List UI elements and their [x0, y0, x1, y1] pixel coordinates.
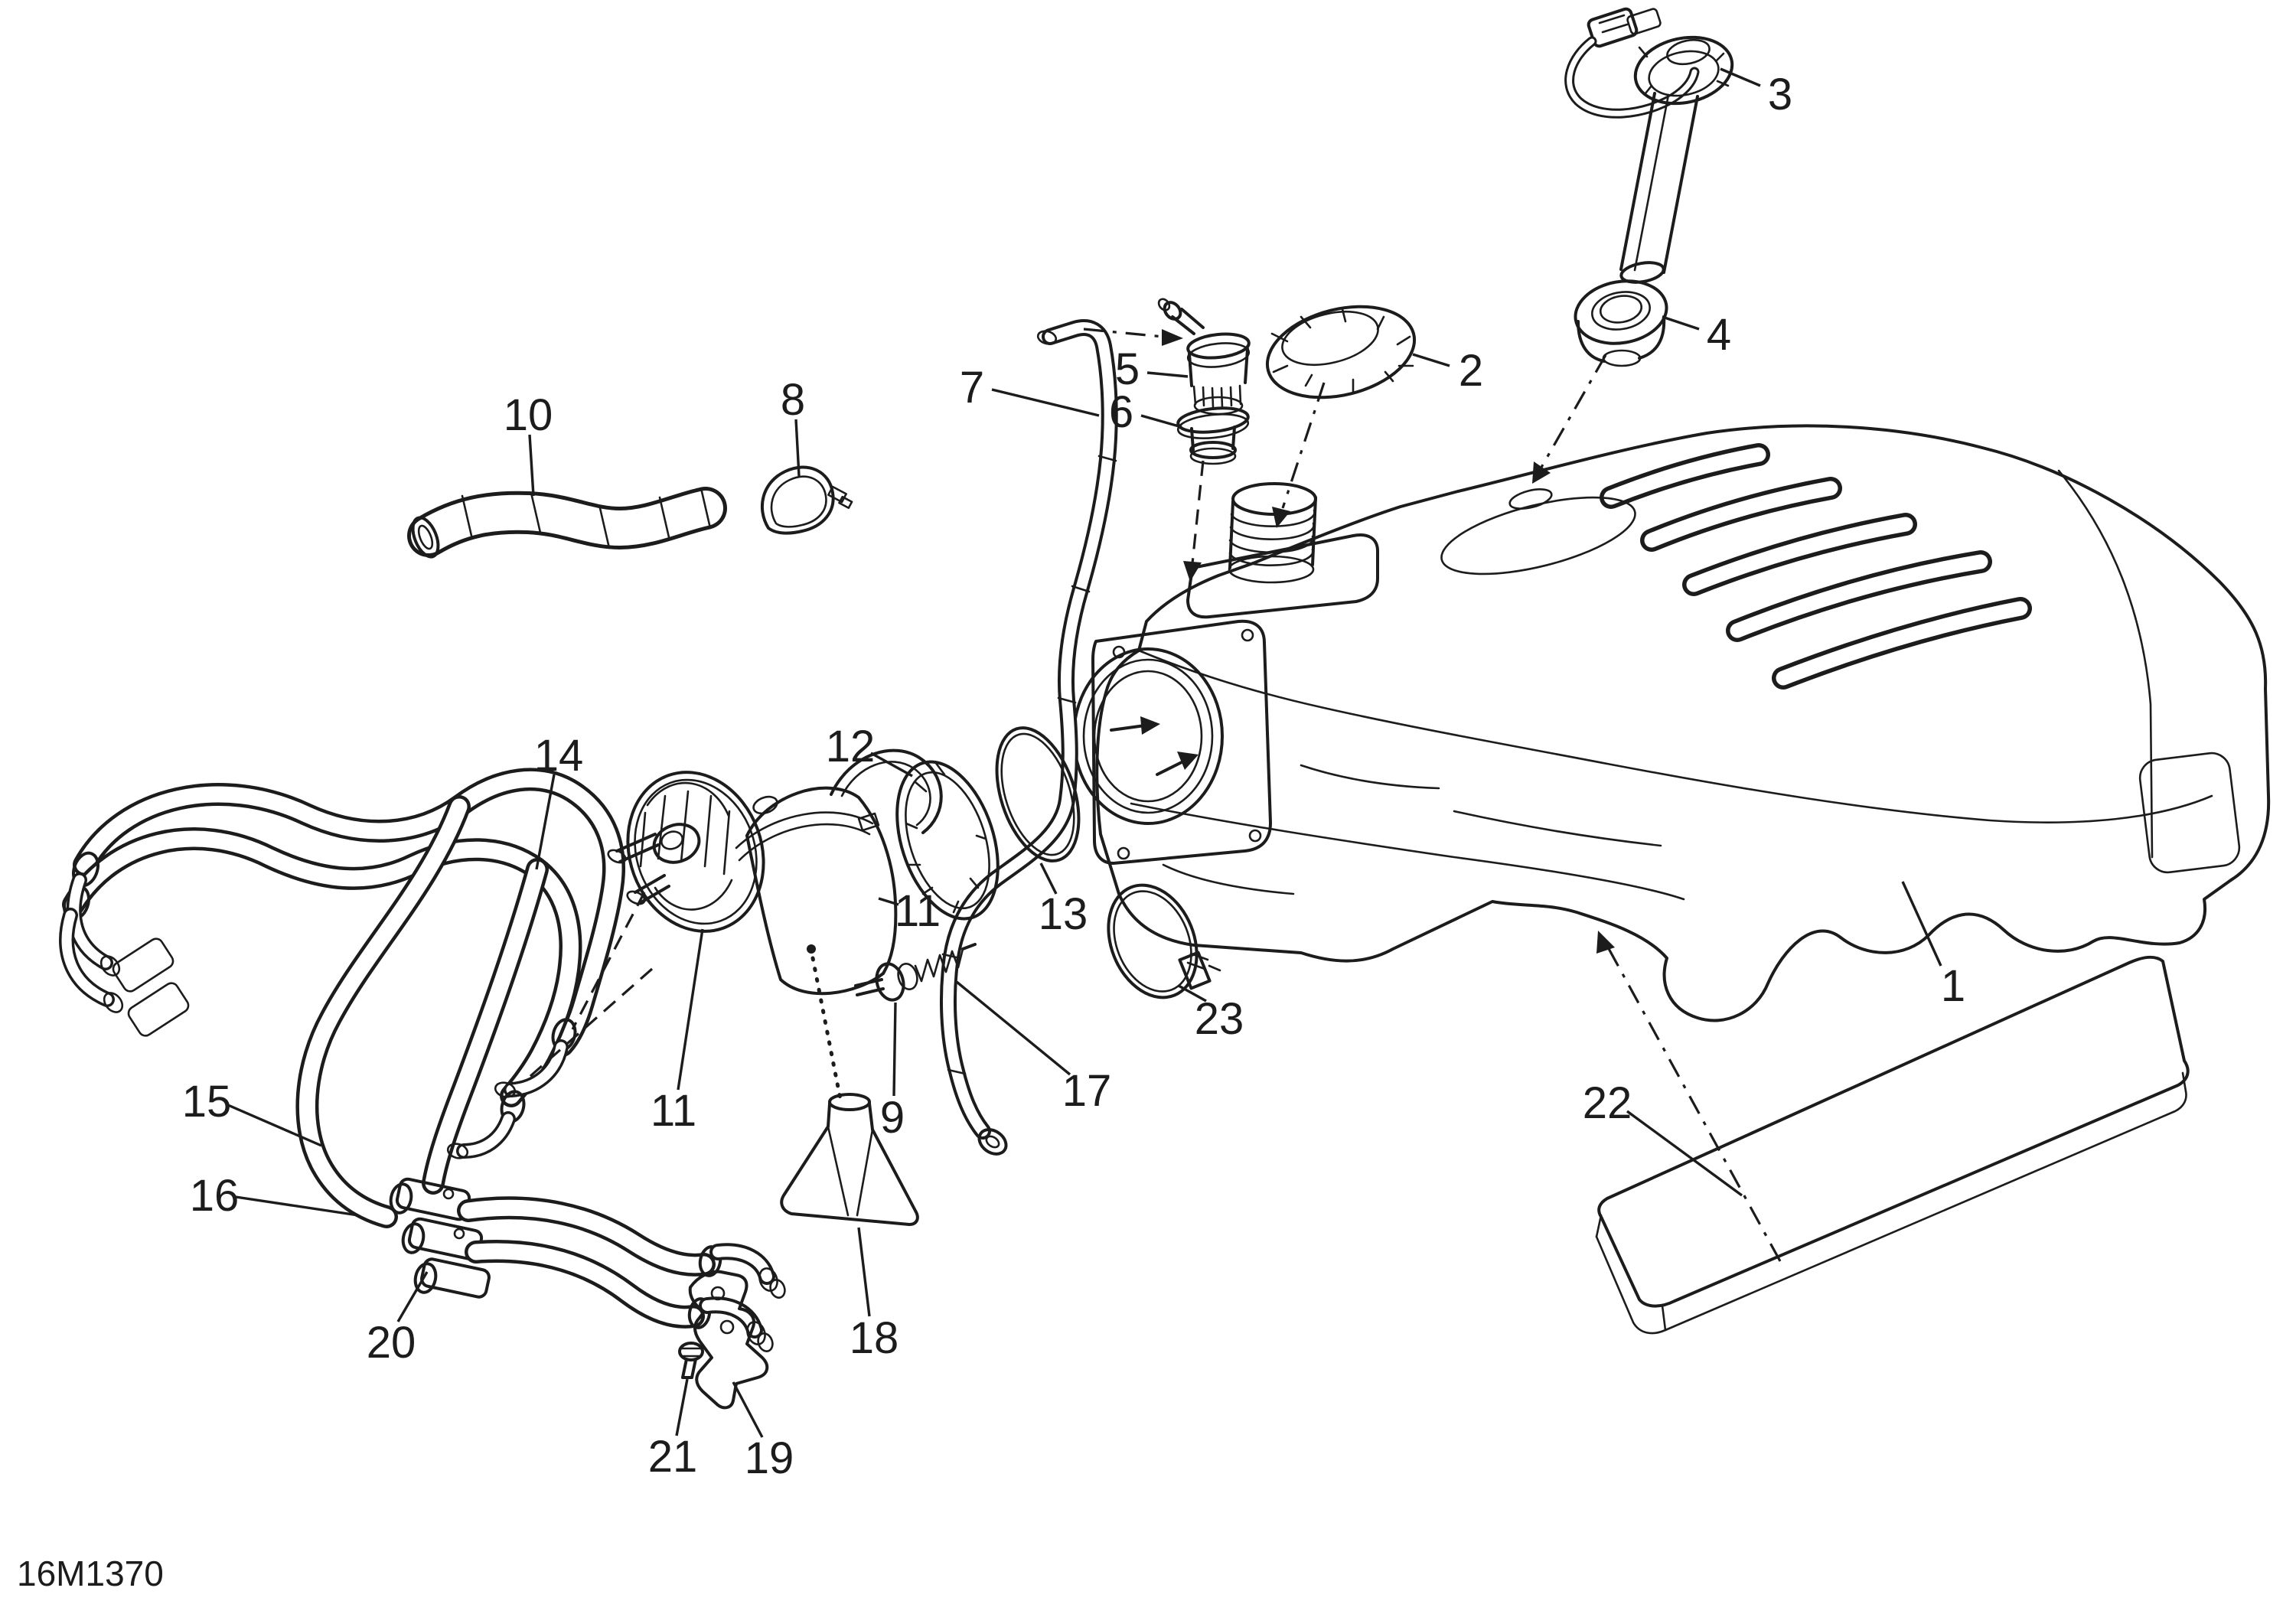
callout-label-12: 12 — [826, 722, 876, 771]
callout-label-5: 5 — [1115, 344, 1140, 394]
fuel-cap — [1265, 305, 1417, 399]
callout-leader-5 — [1146, 371, 1189, 378]
callout-leader-7 — [991, 388, 1100, 417]
diagram-code: 16M1370 — [17, 1554, 164, 1593]
callout-leader-13 — [1039, 862, 1058, 895]
tank-filler-neck — [1186, 482, 1379, 619]
callout-label-3: 3 — [1768, 70, 1792, 119]
callout-leader-12 — [870, 752, 913, 778]
fuel-manifold — [389, 1177, 491, 1299]
callout-label-10: 10 — [504, 390, 553, 440]
callout-label-4: 4 — [1707, 310, 1731, 360]
callout-leader-3 — [1720, 67, 1761, 87]
callout-label-23: 23 — [1195, 994, 1244, 1044]
callout-leader-6 — [1140, 414, 1182, 429]
callout-label-11: 11 — [895, 886, 941, 936]
assembly-annotations — [522, 328, 1782, 1262]
callout-label-21: 21 — [648, 1432, 698, 1482]
fuel-level-sender — [1564, 7, 1734, 284]
callout-label-11: 11 — [651, 1086, 696, 1136]
pump-lock-ring — [895, 760, 1000, 921]
callout-leader-10 — [528, 434, 535, 497]
callout-label-19: 19 — [745, 1433, 794, 1483]
callout-label-1: 1 — [1941, 961, 1965, 1011]
check-valve — [1157, 298, 1251, 416]
pump-o-ring — [995, 726, 1081, 862]
callout-leader-23 — [1178, 984, 1207, 1003]
callout-leader-22 — [1626, 1110, 1743, 1197]
callout-leader-15 — [227, 1104, 322, 1147]
pickup-spring — [914, 943, 977, 983]
callout-label-13: 13 — [1039, 889, 1088, 939]
callout-leader-8 — [794, 419, 801, 477]
filler-grommet — [1574, 279, 1668, 367]
callout-leader-20 — [396, 1271, 429, 1322]
callout-leader-9 — [892, 1002, 897, 1097]
foam-pad — [1595, 956, 2190, 1335]
callout-leader-14 — [535, 774, 556, 870]
callout-label-20: 20 — [367, 1318, 416, 1368]
pickup-sleeve — [854, 962, 918, 1002]
callout-label-6: 6 — [1109, 387, 1133, 437]
callout-label-7: 7 — [960, 363, 984, 412]
callout-label-8: 8 — [781, 375, 805, 425]
fuel-pump-module — [607, 748, 943, 1101]
callout-label-22: 22 — [1583, 1078, 1632, 1128]
fuel-hose-assembly — [59, 768, 786, 1352]
tank-pump-opening — [1072, 619, 1272, 865]
callout-leader-18 — [857, 1227, 871, 1317]
callout-label-14: 14 — [534, 731, 584, 781]
callout-leader-1 — [1901, 881, 1942, 967]
fuel-filter-funnel — [780, 1093, 919, 1226]
callout-leader-16 — [235, 1195, 359, 1217]
callout-label-2: 2 — [1459, 346, 1483, 396]
mount-screw — [678, 1342, 704, 1379]
callout-label-18: 18 — [850, 1313, 899, 1363]
callout-leader-4 — [1662, 315, 1700, 331]
vent-hose — [407, 487, 727, 559]
callout-leader-17 — [955, 980, 1071, 1076]
callout-leader-2 — [1412, 353, 1450, 367]
callout-label-15: 15 — [182, 1077, 232, 1127]
callout-label-9: 9 — [880, 1093, 905, 1143]
hose-clamp — [761, 465, 853, 535]
callout-leader-11 — [677, 928, 704, 1091]
callout-leader-11 — [878, 897, 899, 906]
vent-tube — [939, 319, 1118, 1156]
gear-clamp — [1107, 883, 1221, 999]
support-bracket — [688, 1270, 769, 1410]
fuel-tank — [1072, 424, 2271, 1022]
callout-label-17: 17 — [1062, 1066, 1112, 1116]
callout-label-16: 16 — [190, 1171, 240, 1221]
callout-leader-21 — [675, 1378, 689, 1436]
tank-ribs — [1600, 443, 2032, 690]
vent-grommet — [1176, 406, 1250, 465]
callout-leader-19 — [732, 1381, 764, 1438]
